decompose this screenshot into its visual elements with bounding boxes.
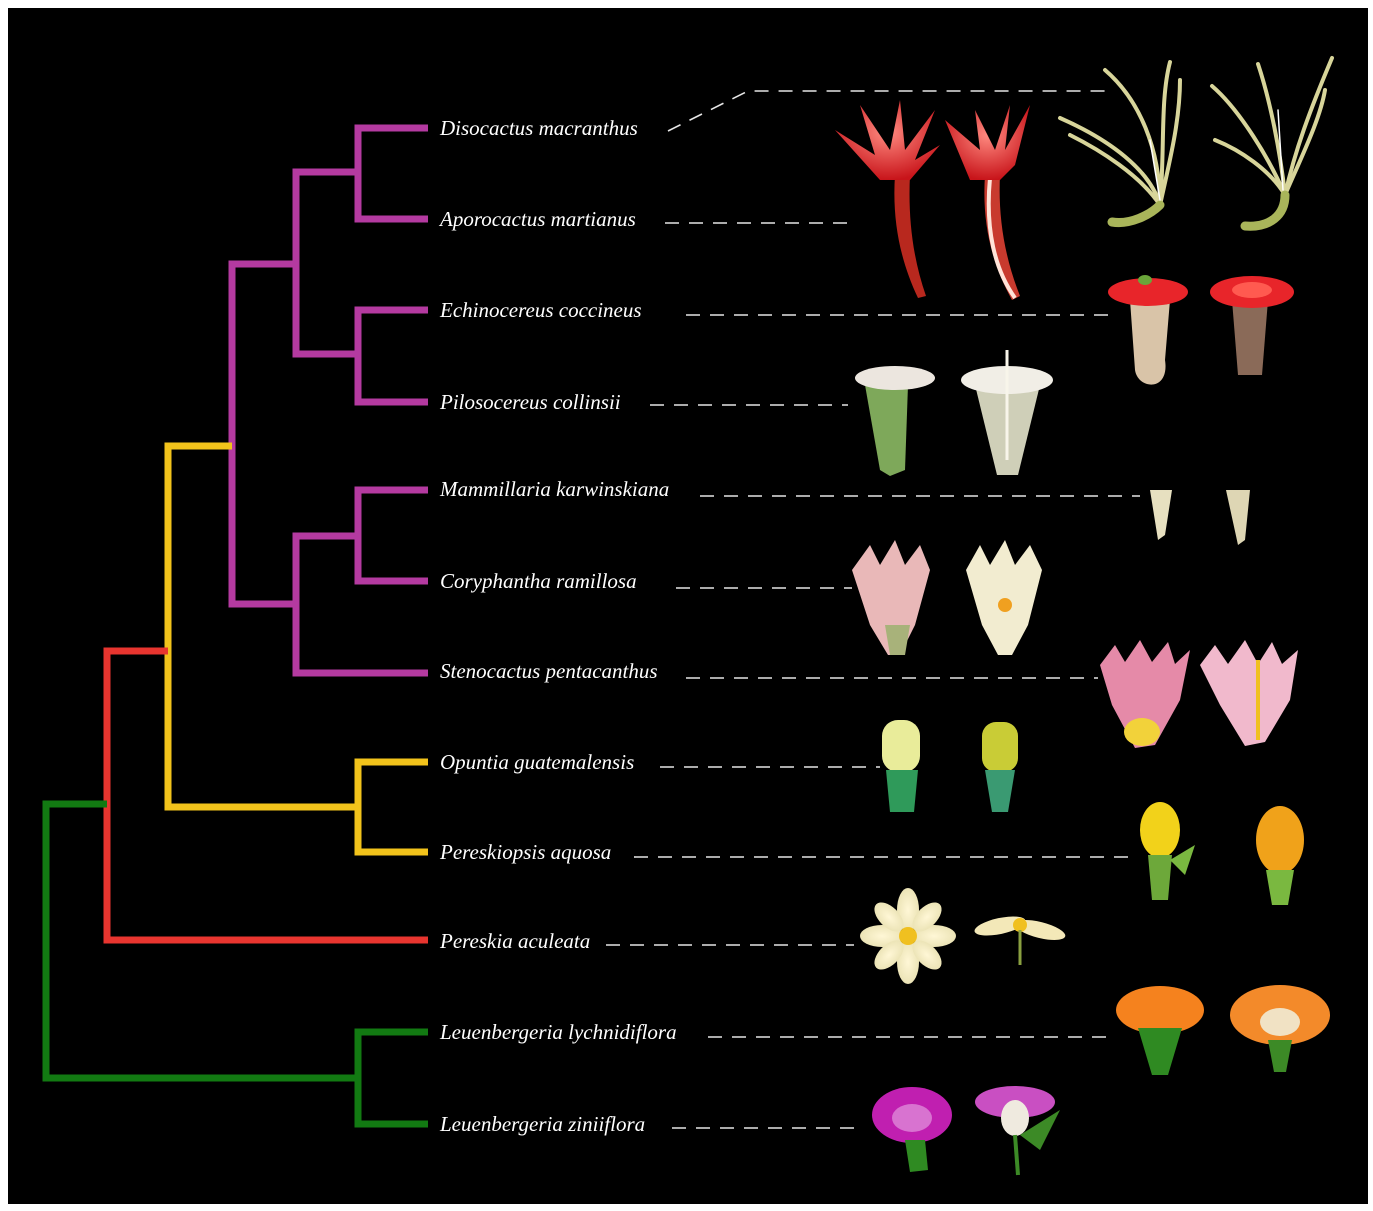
flower-images — [835, 58, 1332, 1175]
flower-disocactus-1 — [1060, 62, 1180, 223]
flower-ziniiflora-2 — [975, 1086, 1060, 1175]
flower-aporocactus-1 — [835, 100, 940, 298]
taxon-label-pereskiopsis-aquosa: Pereskiopsis aquosa — [440, 842, 611, 863]
tree-branches — [46, 125, 428, 1128]
flower-ziniiflora-1 — [872, 1087, 952, 1172]
taxon-label-disocactus-macranthus: Disocactus macranthus — [440, 118, 638, 139]
flower-echinocereus-1 — [1108, 275, 1188, 385]
clade-red — [107, 648, 428, 944]
taxon-label-stenocactus-pentacanthus: Stenocactus pentacanthus — [440, 661, 658, 682]
flower-pereskia-2 — [973, 913, 1067, 965]
flower-pilosocereus-1 — [855, 366, 935, 476]
flower-stenocactus-1 — [1100, 640, 1190, 748]
flower-pereskia-1 — [860, 888, 956, 984]
flower-pereskiopsis-2 — [1256, 806, 1304, 905]
taxon-label-echinocereus-coccineus: Echinocereus coccineus — [440, 300, 642, 321]
taxon-label-mammillaria-karwinskiana: Mammillaria karwinskiana — [440, 479, 669, 500]
clade-magenta — [232, 125, 428, 677]
flower-echinocereus-2 — [1210, 276, 1294, 375]
flower-pereskiopsis-1 — [1140, 802, 1195, 900]
flower-coryphantha-2 — [966, 540, 1042, 655]
flower-opuntia-1 — [882, 720, 920, 812]
flower-pilosocereus-2 — [961, 350, 1053, 475]
taxon-label-pereskia-aculeata: Pereskia aculeata — [440, 931, 590, 952]
flower-coryphantha-1 — [852, 540, 930, 655]
taxon-label-coryphantha-ramillosa: Coryphantha ramillosa — [440, 571, 637, 592]
taxon-label-leuenbergeria-ziniiflora: Leuenbergeria ziniiflora — [440, 1114, 645, 1135]
flower-aporocactus-2 — [945, 105, 1030, 300]
flower-mammillaria-2 — [1226, 490, 1250, 545]
flower-lychnidiflora-1 — [1116, 986, 1204, 1075]
taxon-label-aporocactus-martianus: Aporocactus martianus — [440, 209, 636, 230]
leader-disocactus — [668, 91, 1110, 131]
taxon-label-opuntia-guatemalensis: Opuntia guatemalensis — [440, 752, 634, 773]
flower-disocactus-2 — [1212, 58, 1332, 226]
taxon-label-pilosocereus-collinsii: Pilosocereus collinsii — [440, 392, 621, 413]
flower-opuntia-2 — [982, 722, 1018, 812]
flower-lychnidiflora-2 — [1230, 985, 1330, 1072]
flower-mammillaria-1 — [1150, 490, 1172, 540]
flower-stenocactus-2 — [1200, 640, 1298, 746]
taxon-label-leuenbergeria-lychnidiflora: Leuenbergeria lychnidiflora — [440, 1022, 677, 1043]
